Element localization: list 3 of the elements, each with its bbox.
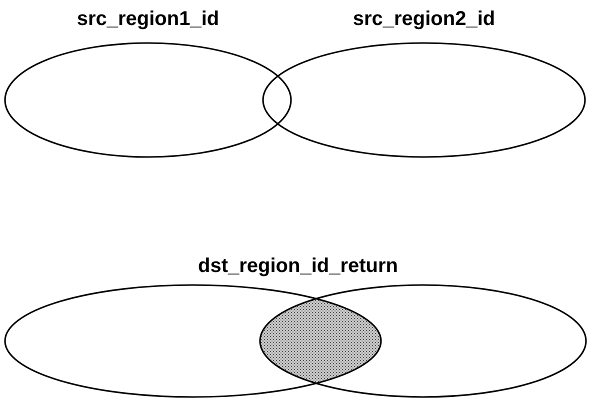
region-label: src_region2_id — [352, 8, 496, 30]
region-label: src_region1_id — [76, 8, 220, 30]
region-label: dst_region_id_return — [198, 255, 398, 277]
